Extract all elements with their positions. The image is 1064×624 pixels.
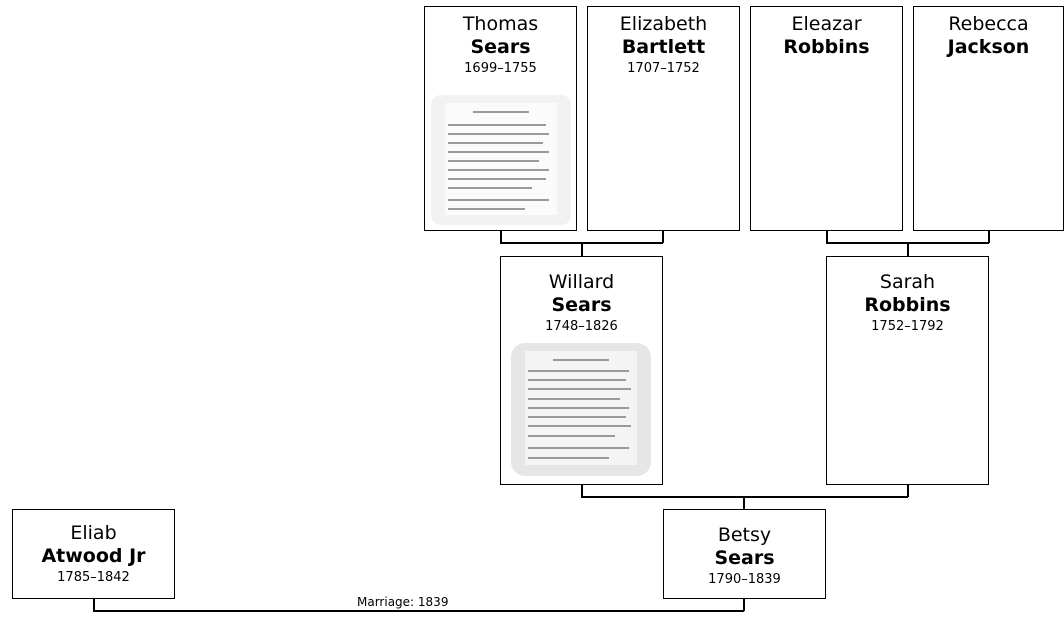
surname: Robbins [864, 294, 951, 316]
connector [988, 231, 990, 243]
surname: Atwood Jr [41, 545, 146, 567]
given-name: Sarah [879, 271, 936, 293]
life-dates: 1752–1792 [871, 319, 944, 334]
life-dates: 1707–1752 [627, 61, 700, 76]
person-box-elizabeth-bartlett[interactable]: Elizabeth Bartlett 1707–1752 [587, 6, 740, 231]
life-dates: 1790–1839 [708, 572, 781, 587]
connector [581, 242, 583, 257]
person-box-eliab-atwood-jr[interactable]: Eliab Atwood Jr 1785–1842 [12, 509, 175, 599]
surname: Sears [714, 547, 775, 569]
surname: Robbins [783, 36, 870, 58]
marriage-connector [93, 610, 744, 612]
marriage-connector [743, 599, 745, 611]
document-thumbnail[interactable] [431, 95, 571, 225]
given-name: Willard [548, 271, 615, 293]
connector [826, 231, 828, 243]
connector [581, 485, 583, 497]
life-dates: 1785–1842 [57, 570, 130, 585]
person-box-sarah-robbins[interactable]: Sarah Robbins 1752–1792 [826, 256, 989, 485]
connector [662, 231, 664, 243]
surname: Bartlett [621, 36, 706, 58]
given-name: Elizabeth [619, 13, 708, 35]
given-name: Eleazar [791, 13, 862, 35]
given-name: Betsy [717, 524, 772, 546]
person-box-eleazar-robbins[interactable]: Eleazar Robbins [750, 6, 903, 231]
person-box-thomas-sears[interactable]: Thomas Sears 1699–1755 [424, 6, 577, 231]
given-name: Rebecca [948, 13, 1029, 35]
person-box-willard-sears[interactable]: Willard Sears 1748–1826 [500, 256, 663, 485]
surname: Sears [551, 294, 612, 316]
life-dates: 1748–1826 [545, 319, 618, 334]
connector [743, 496, 745, 510]
given-name: Thomas [462, 13, 539, 35]
document-thumbnail[interactable] [511, 343, 651, 476]
marriage-connector [93, 599, 95, 611]
connector [907, 242, 909, 257]
marriage-label: Marriage: 1839 [357, 595, 449, 609]
person-box-rebecca-jackson[interactable]: Rebecca Jackson [913, 6, 1064, 231]
life-dates: 1699–1755 [464, 61, 537, 76]
surname: Sears [470, 36, 531, 58]
surname: Jackson [947, 36, 1030, 58]
connector [500, 231, 502, 243]
person-box-betsy-sears[interactable]: Betsy Sears 1790–1839 [663, 509, 826, 599]
given-name: Eliab [70, 522, 117, 544]
connector [907, 485, 909, 497]
connector [581, 496, 908, 498]
